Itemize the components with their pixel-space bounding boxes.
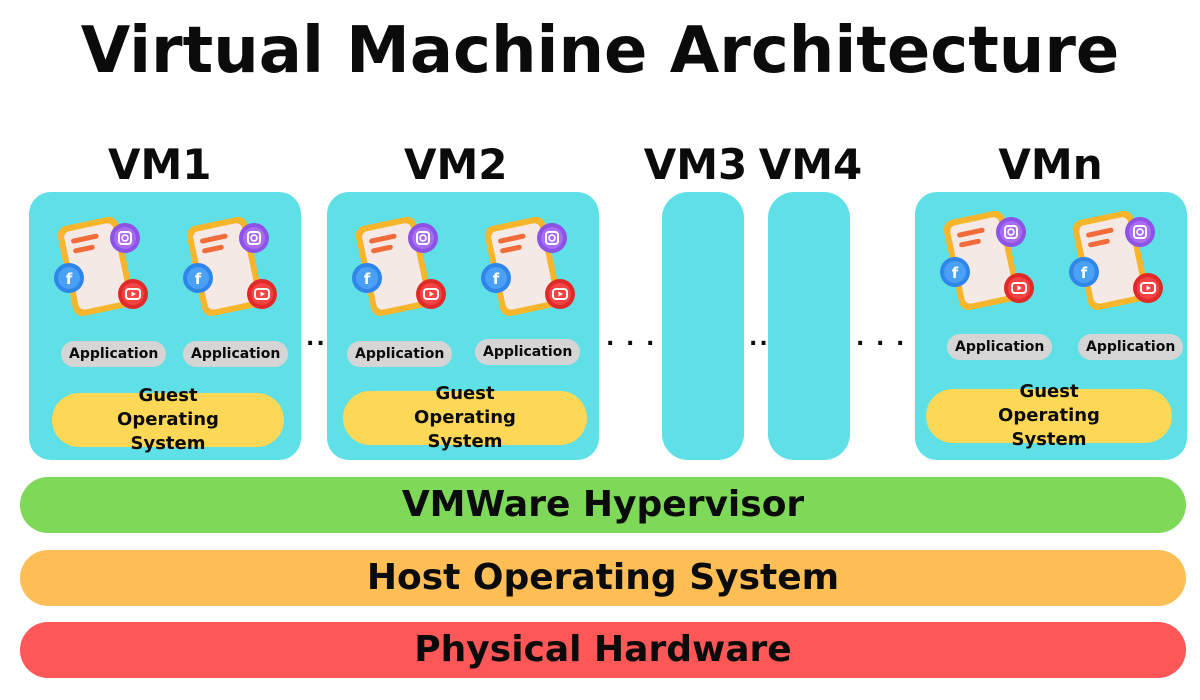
application-label: Application [947,334,1053,360]
application-label: Application [475,339,581,365]
phone-app-icon [1058,206,1168,316]
vm2-label: VM2 [404,140,508,189]
application-label: Application [61,341,167,367]
host-os-layer: Host Operating System [20,550,1186,606]
vm4-label: VM4 [758,140,863,189]
vm4-box [768,192,850,460]
phone-app-icon [341,212,451,322]
phone-app-icon [470,212,580,322]
guest-os: Guest Operating System [926,381,1172,450]
vm3-box [662,192,744,460]
application-label: Application [183,341,289,367]
vmn-label: VMn [998,140,1103,189]
guest-os: Guest Operating System [343,383,587,452]
vm1-box: Application Application Guest Operating … [29,192,301,460]
diagram-title: Virtual Machine Architecture [80,14,1120,88]
vm1-label: VM1 [108,140,212,189]
phone-app-icon [43,212,153,322]
vm2-box: Application Application Guest Operating … [327,192,599,460]
vm3-label: VM3 [643,140,748,189]
separator-dots: .. [306,326,327,351]
application-label: Application [1078,334,1184,360]
application-label: Application [347,341,453,367]
vmn-box: Application Application Guest Operating … [915,192,1187,460]
hypervisor-layer: VMWare Hypervisor [20,477,1186,533]
separator-dots: . . . . [856,326,927,351]
guest-os: Guest Operating System [52,385,284,454]
separator-dots: .. [749,326,770,351]
phone-app-icon [929,206,1039,316]
hardware-layer: Physical Hardware [20,622,1186,678]
phone-app-icon [172,212,282,322]
